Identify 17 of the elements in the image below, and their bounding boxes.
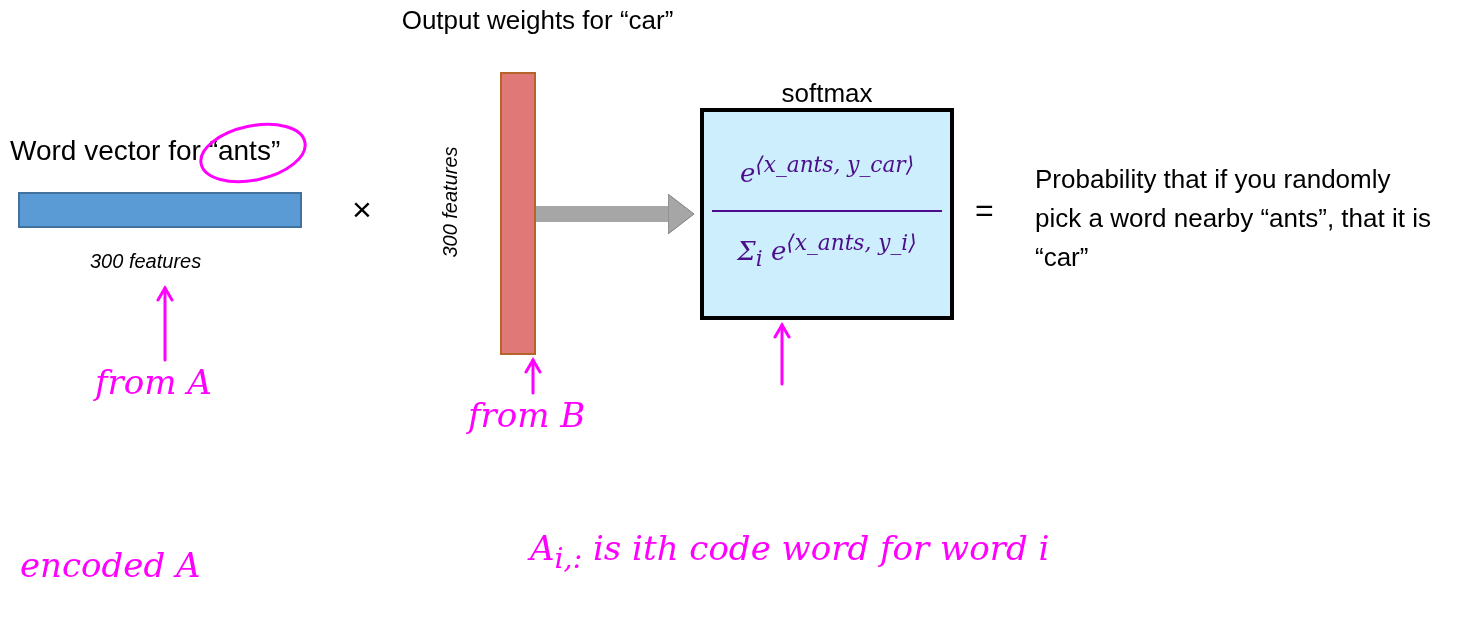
node-heading: softmax [780,78,874,109]
formula-denominator: Σ$_{i}$ e$^{⟨x_ants, y_i⟩}$ [736,230,918,271]
handwritten-note: from A [95,362,212,402]
node-heading: Output weights for “car” [400,5,675,36]
equals-sign: = [975,192,994,229]
formula-numerator: e$^{⟨x_ants, y_car⟩}$ [738,152,916,188]
result-description: Probability that if you randomly pick a word nearby “ants”, that it is “car” [1035,163,1432,274]
dimension-caption: 300 features [90,250,202,273]
handwritten-note: from B [468,395,586,435]
dimension-caption: 300 features [439,145,462,260]
handwritten-note: encoded A [20,545,201,585]
block-arrow [536,193,695,235]
node-heading: Word vector for “ants” [10,135,281,167]
handwritten-arrow [773,323,791,386]
multiply-sign: × [352,190,372,229]
handwritten-arrow [524,358,542,395]
handwritten-arrow [156,286,174,362]
